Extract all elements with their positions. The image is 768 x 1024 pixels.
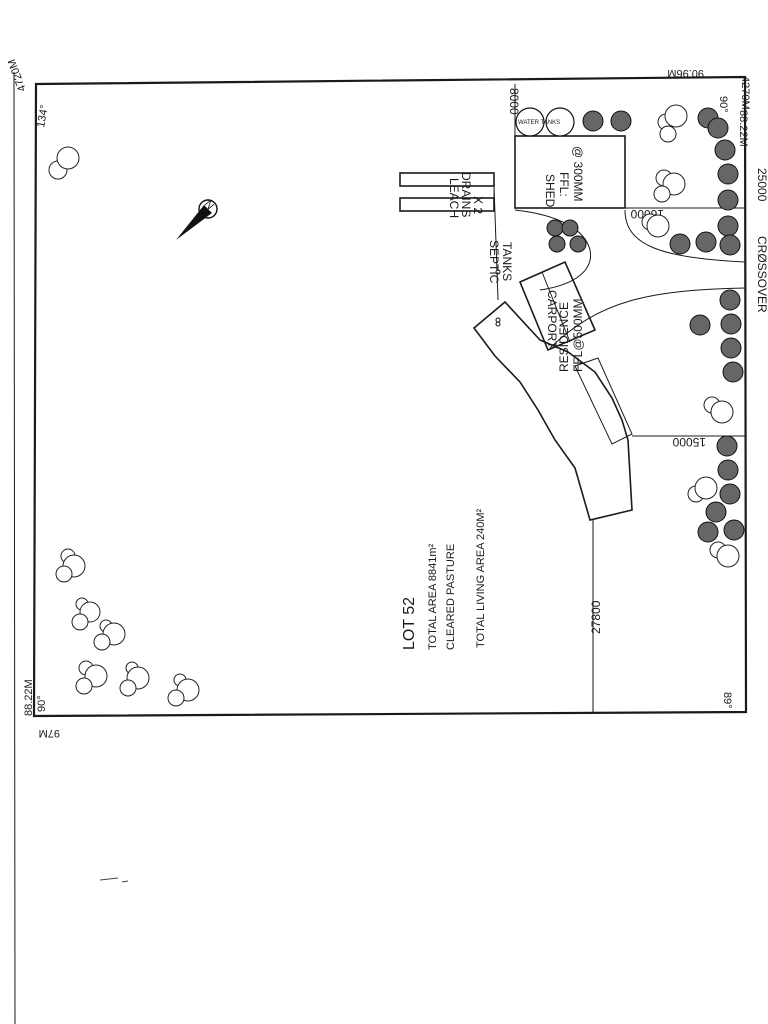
- tree-icon: [719, 483, 741, 505]
- septic-tanks: SEPTIC TANKS: [487, 185, 514, 327]
- tree-icon: [705, 501, 727, 523]
- lot-description: LOT 52 TOTAL AREA 8841m² CLEARED PASTURE…: [401, 508, 487, 650]
- boundary-labels: 90.96M 4270M 90° 88.22M 89° 4720M 134° 8…: [6, 57, 751, 739]
- tree-icon: [719, 289, 741, 311]
- lot-living-area: TOTAL LIVING AREA 240M²: [475, 508, 487, 648]
- tree-icon: [717, 189, 739, 211]
- tree-icon: [664, 104, 688, 128]
- tree-icon: [720, 313, 742, 335]
- tree-icon: [167, 689, 185, 707]
- top-boundary-length: 90.96M: [667, 67, 704, 79]
- shed-ffl-value: @ 300MM: [571, 146, 585, 202]
- tree-icon: [689, 314, 711, 336]
- right-bottom-angle: 89°: [721, 692, 733, 709]
- crossover-label: CRØSSOVER: [755, 236, 768, 313]
- dim-8000: 8000: [507, 88, 521, 115]
- tree-icon: [716, 544, 740, 568]
- tree-icon: [653, 185, 671, 203]
- water-tanks-label: WATER TANKS: [518, 120, 560, 126]
- top-right-boundary-length: 4270M: [739, 76, 751, 110]
- scan-mark: [99, 877, 129, 883]
- tree-icon: [659, 125, 677, 143]
- tree-icon: [695, 231, 717, 253]
- tree-icon: [93, 633, 111, 651]
- water-tanks: WATER TANKS: [515, 107, 575, 137]
- tree-icon: [119, 679, 137, 697]
- leach-drains: LEACH DRAINS X 2: [399, 172, 495, 218]
- carport-label: CARPORT: [545, 290, 559, 349]
- tree-icon: [717, 459, 739, 481]
- carport: CARPORT: [518, 260, 597, 352]
- tree-icon: [717, 215, 739, 237]
- tree-icon: [710, 400, 734, 424]
- shed-label: SHED: [543, 174, 557, 208]
- left-bottom-boundary-length: 97M: [39, 727, 60, 739]
- shed-ffl-label: FFL:: [557, 172, 571, 197]
- shed: SHED FFL: @ 300MM: [514, 135, 626, 209]
- lot-land-use: CLEARED PASTURE: [445, 544, 457, 650]
- tree-icon: [716, 435, 738, 457]
- leach-drains-label-2: DRAINS: [459, 172, 473, 217]
- left-boundary-length: 88.22M: [23, 679, 35, 716]
- north-arrow-icon: N: [176, 198, 218, 240]
- tree-icon: [707, 117, 729, 139]
- tree-icon: [569, 235, 587, 253]
- tree-icon: [720, 337, 742, 359]
- tree-icon: [714, 139, 736, 161]
- top-left-boundary-length: 4720M: [6, 57, 29, 93]
- tree-cluster-top-left: [48, 146, 80, 180]
- tree-icon: [646, 214, 670, 238]
- lot-boundary: [32, 75, 748, 718]
- tree-icon: [55, 565, 73, 583]
- tree-icon: [75, 677, 93, 695]
- leach-drains-label-3: X 2: [471, 196, 485, 214]
- right-top-angle: 90°: [717, 96, 729, 113]
- left-top-angle: 134°: [35, 104, 51, 129]
- tree-icon: [697, 521, 719, 543]
- tree-icon: [71, 613, 89, 631]
- leach-drains-label-1: LEACH: [447, 178, 461, 218]
- left-bottom-angle: 90°: [36, 695, 48, 712]
- tree-icon: [669, 233, 691, 255]
- tree-icon: [548, 235, 566, 253]
- dim-15000: 15000: [672, 435, 706, 449]
- tree-icon: [722, 361, 744, 383]
- tree-icon: [719, 234, 741, 256]
- tree-icon: [561, 219, 579, 237]
- tree-icon: [546, 219, 564, 237]
- residence-ffl: FFL@500MM: [571, 298, 585, 372]
- lot-name: LOT 52: [401, 597, 418, 650]
- septic-label-1: SEPTIC: [487, 240, 501, 284]
- residence-label: RESIDENCE: [557, 302, 571, 372]
- tree-icon: [694, 476, 718, 500]
- tree-icon: [723, 519, 745, 541]
- residence: RESIDENCE FFL@500MM: [472, 298, 633, 521]
- tree-cluster-right: [546, 104, 745, 568]
- dim-25000: 25000: [755, 168, 768, 202]
- tree-icon: [717, 163, 739, 185]
- tree-icon: [582, 110, 604, 132]
- page-margin-line: [13, 71, 16, 1024]
- driveway: [514, 209, 746, 349]
- tree-icon: [610, 110, 632, 132]
- lot-total-area: TOTAL AREA 8841m²: [427, 543, 439, 650]
- dim-27800: 27800: [589, 600, 603, 634]
- tree-icon: [56, 146, 80, 170]
- right-boundary-length: 88.22M: [737, 110, 749, 147]
- septic-label-2: TANKS: [500, 242, 514, 281]
- tree-cluster-bottom-left: [55, 548, 200, 707]
